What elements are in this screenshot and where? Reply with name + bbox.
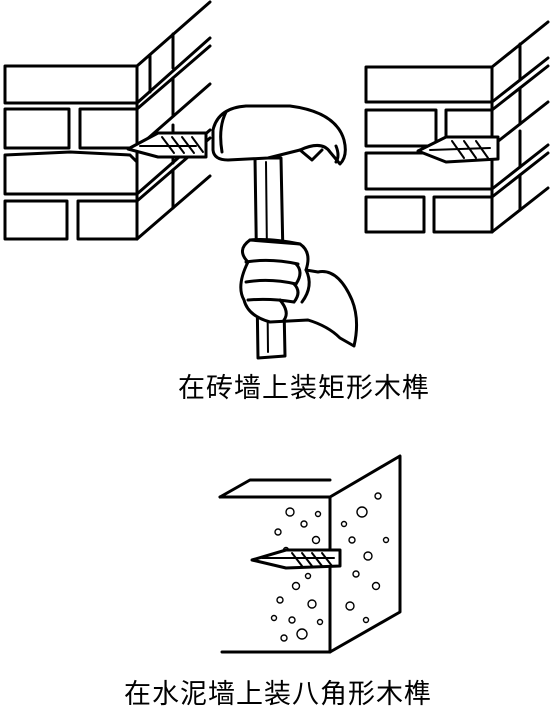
hand	[239, 238, 359, 348]
octagonal-wood-plug	[250, 548, 342, 570]
rectangular-wood-plug-right	[416, 135, 500, 164]
right-brick-wall	[364, 20, 550, 234]
rectangular-wood-plug	[126, 131, 208, 159]
concrete-wall	[218, 454, 402, 654]
caption-concrete-wall: 在水泥墙上装八角形木榫	[124, 679, 432, 710]
left-brick-wall	[3, 0, 212, 241]
caption-brick-wall: 在砖墙上装矩形木榫	[178, 373, 430, 404]
